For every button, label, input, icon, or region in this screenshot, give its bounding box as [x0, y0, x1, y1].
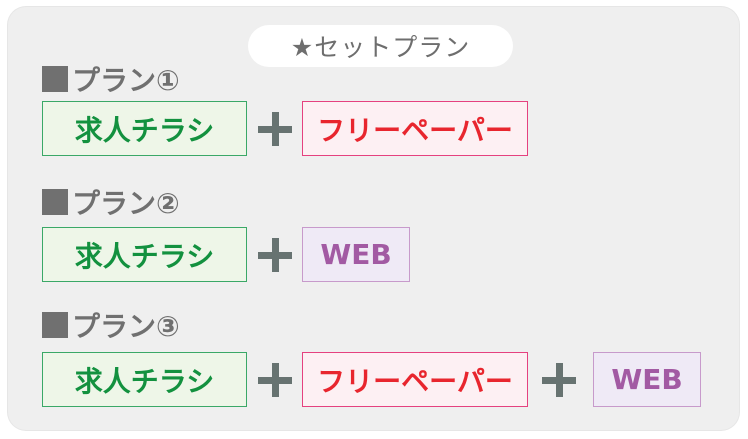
plan-1-heading: プラン①	[42, 61, 180, 97]
square-bullet-icon	[42, 66, 68, 92]
plan-1-chirashi: 求人チラシ	[42, 101, 247, 156]
set-plan-title: ★セットプラン	[248, 25, 513, 67]
plus-icon	[258, 238, 292, 272]
plan-1-freepaper: フリーペーパー	[302, 101, 528, 156]
plan-1-label: プラン①	[72, 64, 180, 97]
chirashi-label: 求人チラシ	[74, 113, 215, 147]
plus-icon	[258, 363, 292, 397]
web-label: WEB	[320, 238, 392, 271]
web-label: WEB	[611, 363, 683, 396]
set-plan-panel: ★セットプラン プラン① 求人チラシ フリーペーパー プラン② 求人チラシ WE…	[8, 7, 739, 430]
plan-2-label: プラン②	[72, 187, 180, 220]
freepaper-label: フリーペーパー	[317, 364, 513, 398]
chirashi-label: 求人チラシ	[74, 364, 215, 398]
plan-2-heading: プラン②	[42, 184, 180, 220]
chirashi-label: 求人チラシ	[74, 239, 215, 273]
plus-icon	[258, 112, 292, 146]
plan-2-web: WEB	[302, 227, 410, 282]
plan-3-label: プラン③	[72, 310, 180, 343]
plan-3-chirashi: 求人チラシ	[42, 352, 247, 407]
freepaper-label: フリーペーパー	[317, 113, 513, 147]
plan-3-freepaper: フリーペーパー	[302, 352, 528, 407]
square-bullet-icon	[42, 189, 68, 215]
plan-3-heading: プラン③	[42, 307, 180, 343]
plan-3-web: WEB	[593, 352, 701, 407]
title-label: ★セットプラン	[290, 33, 471, 62]
plan-2-chirashi: 求人チラシ	[42, 227, 247, 282]
square-bullet-icon	[42, 312, 68, 338]
plus-icon	[542, 363, 576, 397]
